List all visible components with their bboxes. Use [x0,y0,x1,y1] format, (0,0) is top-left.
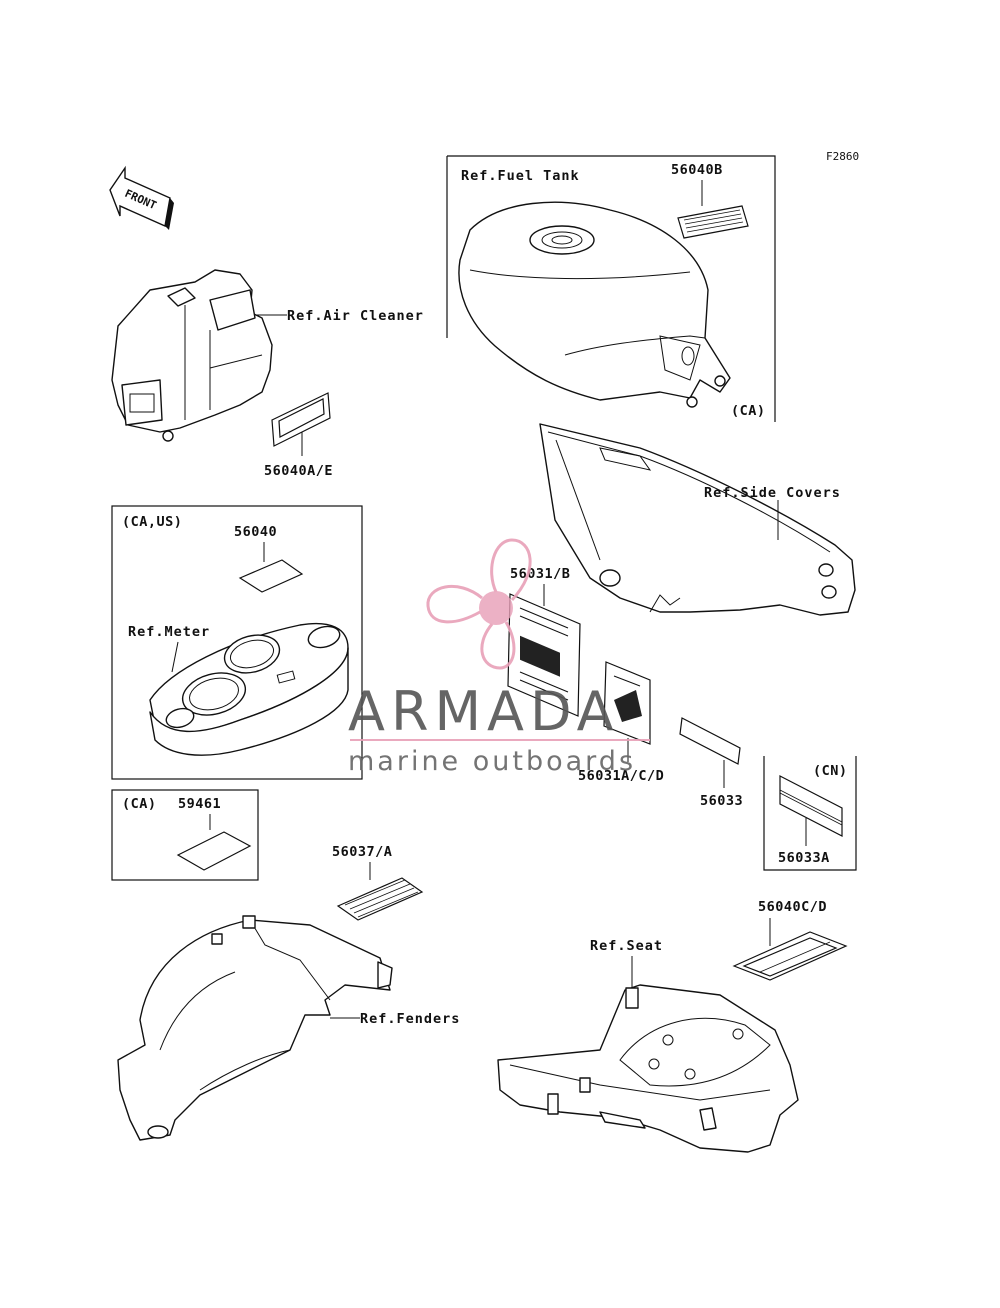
air-cleaner-ref-label: Ref.Air Cleaner [287,308,424,324]
part-56033a-label: 56033A [778,850,830,866]
part-59461-label: 59461 [178,796,221,812]
decal-56033 [679,717,741,765]
part-56031a-c-d-label: 56031A/C/D [578,768,664,784]
cn-box [763,756,857,871]
label-56033-group: 56033 [679,717,743,809]
meter-group: (CA,US) 56040 Ref.Meter [111,505,363,780]
part-56040b-label: 56040B [671,162,723,178]
side-covers-ref-label: Ref.Side Covers [704,485,841,501]
decal-56031-b [507,593,581,717]
decal-59461 [176,831,252,871]
decal-56037-a [336,877,424,921]
fenders-ref-label: Ref.Fenders [360,1011,460,1027]
cn-56033a-group: (CN) 56033A [763,756,857,871]
label-56031-group: 56031/B 56031A/C/D [507,566,664,784]
propeller-logo-icon [426,538,532,670]
meter-part [149,622,349,756]
meter-box [111,505,363,780]
fender-part [117,915,393,1141]
meter-region-label: (CA,US) [122,514,182,530]
part-56040a-e-label: 56040A/E [264,463,333,479]
decal-56040a-e [271,392,331,447]
fuel-tank-ref-label: Ref.Fuel Tank [461,168,580,184]
decal-56040b [677,205,749,239]
seat-group: 56040C/D Ref.Seat [497,899,848,1153]
seat-part [497,984,799,1153]
ca-small-label: (CA) [122,796,157,812]
figure-id: F2860 [826,150,859,163]
fuel-tank-group: Ref.Fuel Tank 56040B (CA) [446,155,776,422]
part-56033-label: 56033 [700,793,743,809]
seat-ref-label: Ref.Seat [590,938,663,954]
fenders-group: 56037/A Ref.Fenders [117,844,460,1141]
ca-59461-box [111,789,259,881]
ca-59461-group: (CA) 59461 [111,789,259,881]
air-cleaner-part [111,269,273,442]
watermark-brand: ARMADA [348,680,620,743]
side-covers-group: Ref.Side Covers [539,423,856,616]
part-56037-a-label: 56037/A [332,844,392,860]
fuel-tank-part [458,201,731,408]
side-cover-part [539,423,856,616]
part-56031-b-label: 56031/B [510,566,570,582]
part-56040-label: 56040 [234,524,277,540]
meter-ref-label: Ref.Meter [128,624,210,640]
watermark: ARMADA marine outboards [348,538,650,777]
decal-56033a [779,775,843,837]
fuel-tank-ca-label: (CA) [731,403,766,419]
fuel-tank-box [447,155,776,422]
watermark-tagline: marine outboards [348,746,636,777]
decal-56040 [238,559,304,593]
decal-56031a-c-d [603,661,651,745]
front-arrow-icon: FRONT [109,165,174,230]
air-cleaner-group: Ref.Air Cleaner 56040A/E [111,269,424,479]
cn-region-label: (CN) [813,763,848,779]
part-56040c-d-label: 56040C/D [758,899,827,915]
decal-56040c-d [732,931,848,981]
